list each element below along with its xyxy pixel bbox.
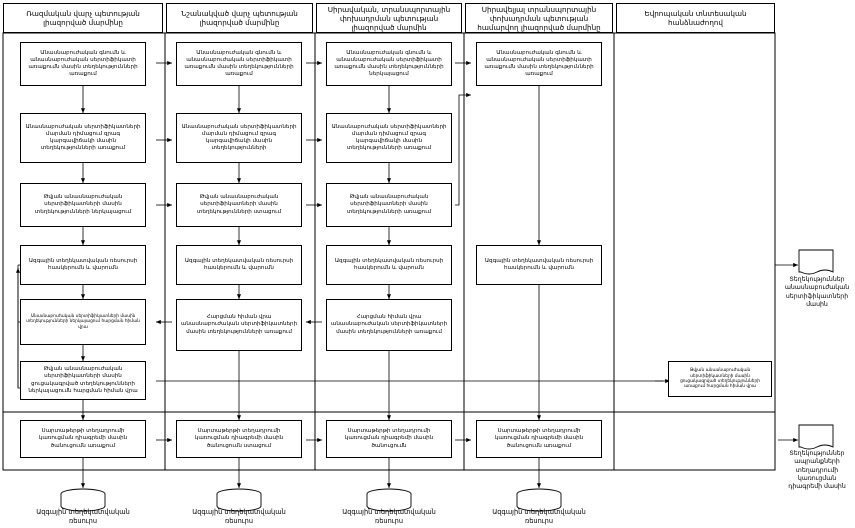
node-c5-1[interactable]: Թվյան անասնաբուժական սերտիֆիկատների մասի… <box>668 361 772 397</box>
document-label-2: Տեղեկություններ ապրանքների տեղադրումի կա… <box>788 450 846 491</box>
node-c1-2[interactable]: Անասնաբուժական սերտիֆիկատների մարման դիմ… <box>20 113 146 163</box>
node-c2-1[interactable]: Անասնաբուժական գնումն և անասնաբուժական ս… <box>176 42 302 86</box>
column-header-5: Եվրոպական տնտեսական հանձնաժողով <box>616 3 775 33</box>
column-header-1: Ռազմական վարչ պետության լիազորված մարմին… <box>3 3 163 33</box>
node-c1-7[interactable]: Սարտաթերթի տեղադրումի կառուցման դիագրեմի… <box>20 420 146 458</box>
database-label-4: Ազգային տեղեկատվական ռեսուրս <box>492 508 586 525</box>
database-label-2: Ազգային տեղեկատվական ռեսուրս <box>192 508 286 525</box>
node-c3-6[interactable]: Սարտաթերթի տեղադրումի կառուցման դիագրեմի… <box>326 420 452 458</box>
node-c2-4[interactable]: Ազգային տեղեկատվական ռեսուրսի հասկերումն… <box>176 245 302 285</box>
node-c4-3[interactable]: Սարտաթերթի տեղադրումի կառուցման դիագրեմի… <box>476 420 602 458</box>
node-c3-2[interactable]: Անասնաբուժական սերտիֆիկատների մարման դիմ… <box>326 113 452 163</box>
node-c2-5[interactable]: Հարցման հիման վրա անասնաբուժական սերտիֆի… <box>176 299 302 351</box>
node-c3-1[interactable]: Անասնաբուժական գնումն և անասնաբուժական ս… <box>326 42 452 86</box>
node-c1-4[interactable]: Ազգային տեղեկատվական ռեսուրսի հասկերումն… <box>20 245 146 285</box>
node-c2-3[interactable]: Թվյան անասնաբուժական սերտիֆիկատների մասի… <box>176 183 302 227</box>
database-label-3: Ազգային տեղեկատվական ռեսուրս <box>342 508 436 525</box>
node-c1-3[interactable]: Թվյան անասնաբուժական սերտիֆիկատների մասի… <box>20 183 146 227</box>
column-header-3: Սիրավական, տրանսպորտային փոխադրման պետու… <box>316 3 462 33</box>
node-c1-6[interactable]: Թվյան անասնաբուժական սերտիֆիկատների մասի… <box>20 361 146 400</box>
database-label-1: Ազգային տեղեկատվական ռեսուրս <box>36 508 130 525</box>
node-c1-5[interactable]: Անասնաբուժական սերտիֆիկատների մասին տեղե… <box>20 299 146 345</box>
column-header-4: Սիրավելյալ տրանսպորտային փոխադրման պետու… <box>465 3 613 33</box>
node-c3-3[interactable]: Թվյան անասնաբուժական սերտիֆիկատների մասի… <box>326 183 452 227</box>
node-c4-2[interactable]: Ազգային տեղեկատվական ռեսուրսի հասկերումն… <box>476 245 602 285</box>
node-c3-4[interactable]: Ազգային տեղեկատվական ռեսուրսի հասկերումն… <box>326 245 452 285</box>
node-c1-1[interactable]: Անասնաբուժական գնումն և անասնաբուժական ս… <box>20 42 146 86</box>
node-c2-2[interactable]: Անասնաբուժական սերտիֆիկատների մարման դիմ… <box>176 113 302 163</box>
node-c2-6[interactable]: Սարտաթերթի տեղադրումի կառուցման դիագրեմի… <box>176 420 302 458</box>
document-label-1: Տեղեկություններ անասնաբուժական սերտիֆիկա… <box>784 276 850 309</box>
node-c4-1[interactable]: Անասնաբուժական գնումն և անասնաբուժական ս… <box>476 42 602 86</box>
node-c3-5[interactable]: Հարցման հիման վրա անասնաբուժական սերտիֆի… <box>326 299 452 351</box>
column-header-2: Նշանակված վարչ պետության լիազորված մարմի… <box>166 3 313 33</box>
